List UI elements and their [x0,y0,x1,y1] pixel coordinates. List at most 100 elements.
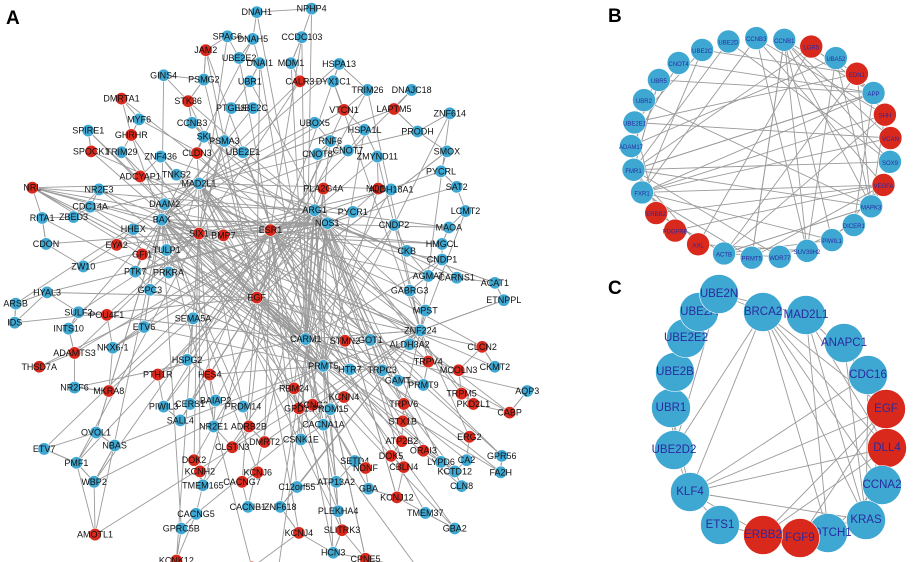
node-ube2n[interactable] [699,274,739,314]
node-cln8[interactable] [455,479,469,493]
node-amotl1[interactable] [88,528,102,542]
node-clcn2[interactable] [475,340,489,354]
node-gpd1l[interactable] [292,401,306,415]
node-nr2e3[interactable] [92,182,106,196]
node-tmem37[interactable] [418,506,432,520]
node-erg2[interactable] [462,430,476,444]
node-csnk1e[interactable] [294,432,308,446]
node-ckb[interactable] [400,244,414,258]
node-piwil3[interactable] [157,400,171,414]
node-tulp1[interactable] [160,243,174,257]
node-gpr56[interactable] [495,449,509,463]
node-dyx1c1[interactable] [326,74,340,88]
node-nrl[interactable] [25,181,39,195]
node-cnot7[interactable] [341,144,355,158]
node-arg1[interactable] [308,203,322,217]
node-sat2[interactable] [450,180,464,194]
node-ccna2[interactable] [862,465,902,505]
node-ubr1[interactable] [243,74,257,88]
node-klf4[interactable] [670,472,710,512]
node-stmn2[interactable] [338,334,352,348]
node-calr3[interactable] [293,74,307,88]
node-ptk7[interactable] [128,265,142,279]
node-got1[interactable] [363,333,377,347]
node-trpc3[interactable] [375,363,389,377]
node-adamts3[interactable] [67,346,81,360]
node-gba[interactable] [361,482,375,496]
node-cers1[interactable] [183,397,197,411]
node-gpc3[interactable] [143,283,157,297]
node-ca2[interactable] [459,453,473,467]
node-spock1[interactable] [84,144,98,158]
node-psma3[interactable] [217,134,231,148]
node-rbm24[interactable] [287,381,301,395]
node-ccnb3[interactable] [744,26,769,50]
node-cacng7[interactable] [235,475,249,489]
node-cpne5[interactable] [359,552,373,562]
node-cacng5[interactable] [189,507,203,521]
node-nbas[interactable] [108,438,122,452]
node-adcyap1[interactable] [133,169,147,183]
node-ubr2[interactable] [632,88,656,112]
node-etv7[interactable] [37,442,51,456]
node-ubr5[interactable] [647,68,671,92]
node-dok5[interactable] [384,449,398,463]
node-dnai1[interactable] [253,56,267,70]
node-hmgcl[interactable] [435,237,449,251]
node-kcnn4[interactable] [337,390,351,404]
node-laptm5[interactable] [387,102,401,116]
node-dicer1[interactable] [842,213,866,237]
node-ids[interactable] [8,316,22,330]
node-aqp3[interactable] [520,384,534,398]
node-adam17[interactable] [619,134,643,158]
node-maoa[interactable] [442,220,456,234]
node-cndp1[interactable] [435,253,449,267]
node-trpv6[interactable] [397,397,411,411]
node-baiap2[interactable] [209,393,223,407]
node-plekha4[interactable] [331,504,345,518]
node-kcnj6[interactable] [251,465,265,479]
node-kcnj4[interactable] [292,526,306,540]
node-dnah1[interactable] [250,5,264,19]
node-nphp4[interactable] [305,2,319,16]
node-fxr1[interactable] [630,180,654,205]
node-nr2f6[interactable] [67,381,81,395]
node-dnajc18[interactable] [405,83,419,97]
node-vegfa[interactable] [871,173,896,197]
node-ube2d2[interactable] [654,430,694,470]
node-prmt5[interactable] [316,359,330,373]
node-prkra[interactable] [162,265,176,279]
node-kcnj12[interactable] [390,490,404,504]
node-gabrg3[interactable] [403,284,417,298]
node-pdgfrb[interactable] [663,218,687,243]
node-dok2[interactable] [187,453,201,467]
node-lcmt2[interactable] [458,204,472,218]
node-dmrt2[interactable] [258,435,272,449]
node-pycrl[interactable] [434,164,448,178]
node-c12orf55[interactable] [290,480,304,494]
node-mcoln3[interactable] [452,363,466,377]
node-cdon[interactable] [39,237,53,251]
node-suv39h2[interactable] [795,239,819,263]
node-hyal3[interactable] [40,285,54,299]
node-pou4f1[interactable] [100,308,114,322]
node-trim29[interactable] [115,145,129,159]
node-ccdc103[interactable] [295,30,309,44]
node-znf614[interactable] [443,106,457,120]
node-sall4[interactable] [173,413,187,427]
node-ptges[interactable] [224,101,238,115]
node-ube2c[interactable] [246,101,260,115]
node-atp2b2[interactable] [395,434,409,448]
node-piwil1[interactable] [820,228,844,252]
node-esr1[interactable] [263,223,277,237]
node-spire1[interactable] [81,124,95,138]
node-eya2[interactable] [110,238,124,252]
node-stx1b[interactable] [396,414,410,428]
node-psmg2[interactable] [197,73,211,87]
node-ube2c[interactable] [690,38,714,62]
node-vtcn1[interactable] [337,103,351,117]
node-anapc1[interactable] [824,323,864,363]
node-ints10[interactable] [62,322,76,336]
node-rita1[interactable] [35,211,49,225]
node-thsd7a[interactable] [32,360,46,374]
